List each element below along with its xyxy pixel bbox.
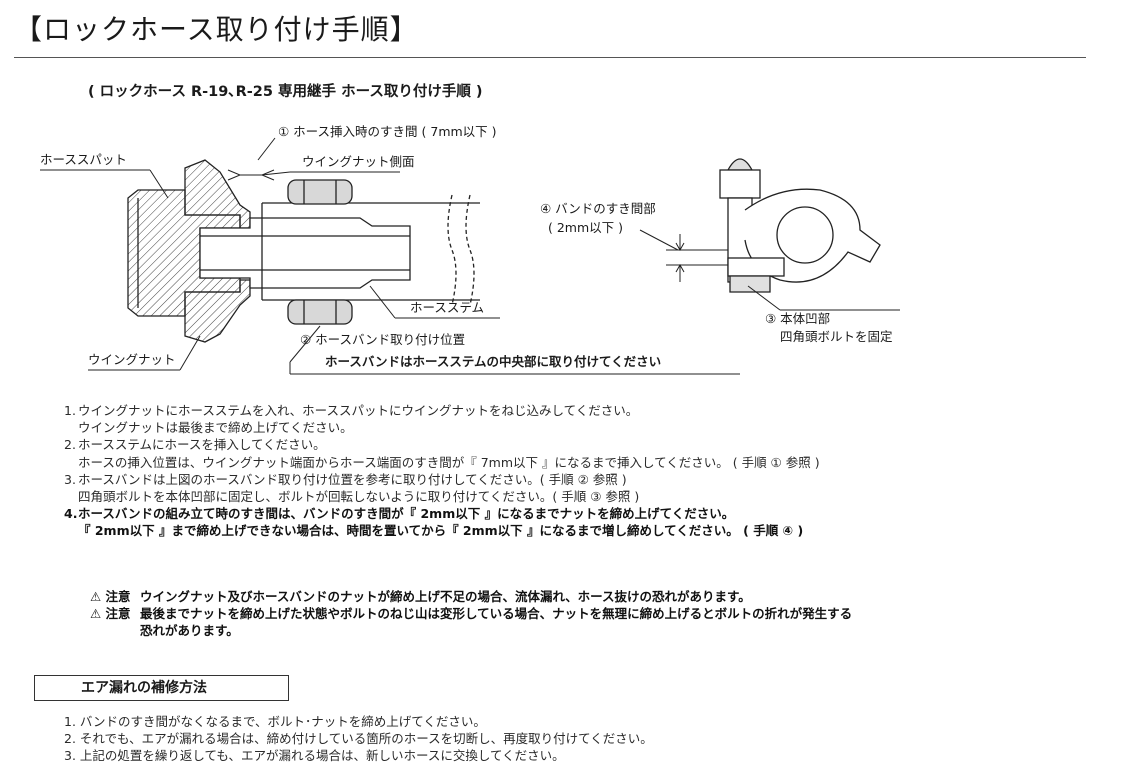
page-title: 【ロックホース取り付け手順】 (14, 13, 419, 46)
step-1: 1.ウイングナットにホースステムを入れ、ホーススパットにウイングナットをねじ込み… (64, 403, 639, 418)
spud-label: ホーススパット (40, 152, 127, 167)
procedure-steps: 1.ウイングナットにホースステムを入れ、ホーススパットにウイングナットをねじ込み… (64, 403, 820, 539)
band-position-label: ② ホースバンド取り付け位置 (300, 332, 465, 347)
warning-1: ⚠ 注意ウイングナット及びホースバンドのナットが締め上げ不足の場合、流体漏れ、ホ… (90, 589, 751, 604)
band-position-note: ホースバンドはホースステムの中央部に取り付けてください (325, 354, 661, 369)
repair-heading: エア漏れの補修方法 (34, 675, 289, 701)
band-gap-label: ④ バンドのすき間部 (540, 201, 656, 216)
step-3: 3.ホースバンドは上図のホースバンド取り付け位置を参考に取り付けしてください。(… (64, 471, 627, 487)
band-gap-value: ( 2mm以下 ) (548, 220, 623, 235)
repair-item: 1. バンドのすき間がなくなるまで、ボルト･ナットを締め上げてください。 (64, 714, 486, 729)
wingnut-label: ウイングナット (88, 352, 176, 367)
repair-item: 3. 上記の処置を繰り返しても、エアが漏れる場合は、新しいホースに交換してくださ… (64, 748, 565, 764)
gap-label: ① ホース挿入時のすき間 ( 7mm以下 ) (278, 124, 497, 139)
page-subtitle: ( ロックホース R-19､R-25 専用継手 ホース取り付け手順 ) (88, 84, 483, 100)
warning-2: ⚠ 注意最後までナットを締め上げた状態やボルトのねじ山は変形している場合、ナット… (90, 606, 853, 621)
repair-item: 2. それでも、エアが漏れる場合は、締め付けしている箇所のホースを切断し、再度取… (64, 731, 653, 747)
warning-icon: ⚠ 注意 (90, 606, 131, 621)
warnings: ⚠ 注意ウイングナット及びホースバンドのナットが締め上げ不足の場合、流体漏れ、ホ… (90, 589, 853, 638)
step-2: 2.ホースステムにホースを挿入してください。 (64, 437, 326, 453)
repair-steps: 1. バンドのすき間がなくなるまで、ボルト･ナットを締め上げてください。 2. … (64, 713, 653, 765)
wing-nut-drawing (184, 159, 251, 343)
title-divider (14, 57, 1086, 58)
stem-label: ホースステム (410, 300, 484, 315)
wingnut-side-label: ウイングナット側面 (302, 154, 415, 169)
band-clamp-drawing (719, 158, 881, 293)
recess-note: 四角頭ボルトを固定 (780, 329, 893, 344)
hose-stem-drawing (199, 217, 411, 289)
warning-icon: ⚠ 注意 (90, 589, 131, 604)
assembly-diagram: ① ホース挿入時のすき間 ( 7mm以下 ) ホーススパット ウイングナット側面… (40, 124, 900, 375)
hose-band-drawing (287, 179, 353, 325)
recess-label: ③ 本体凹部 (765, 311, 830, 326)
step-4: 4.ホースバンドの組み立て時のすき間は、バンドのすき間が『 2mm以下 』になる… (64, 506, 735, 522)
